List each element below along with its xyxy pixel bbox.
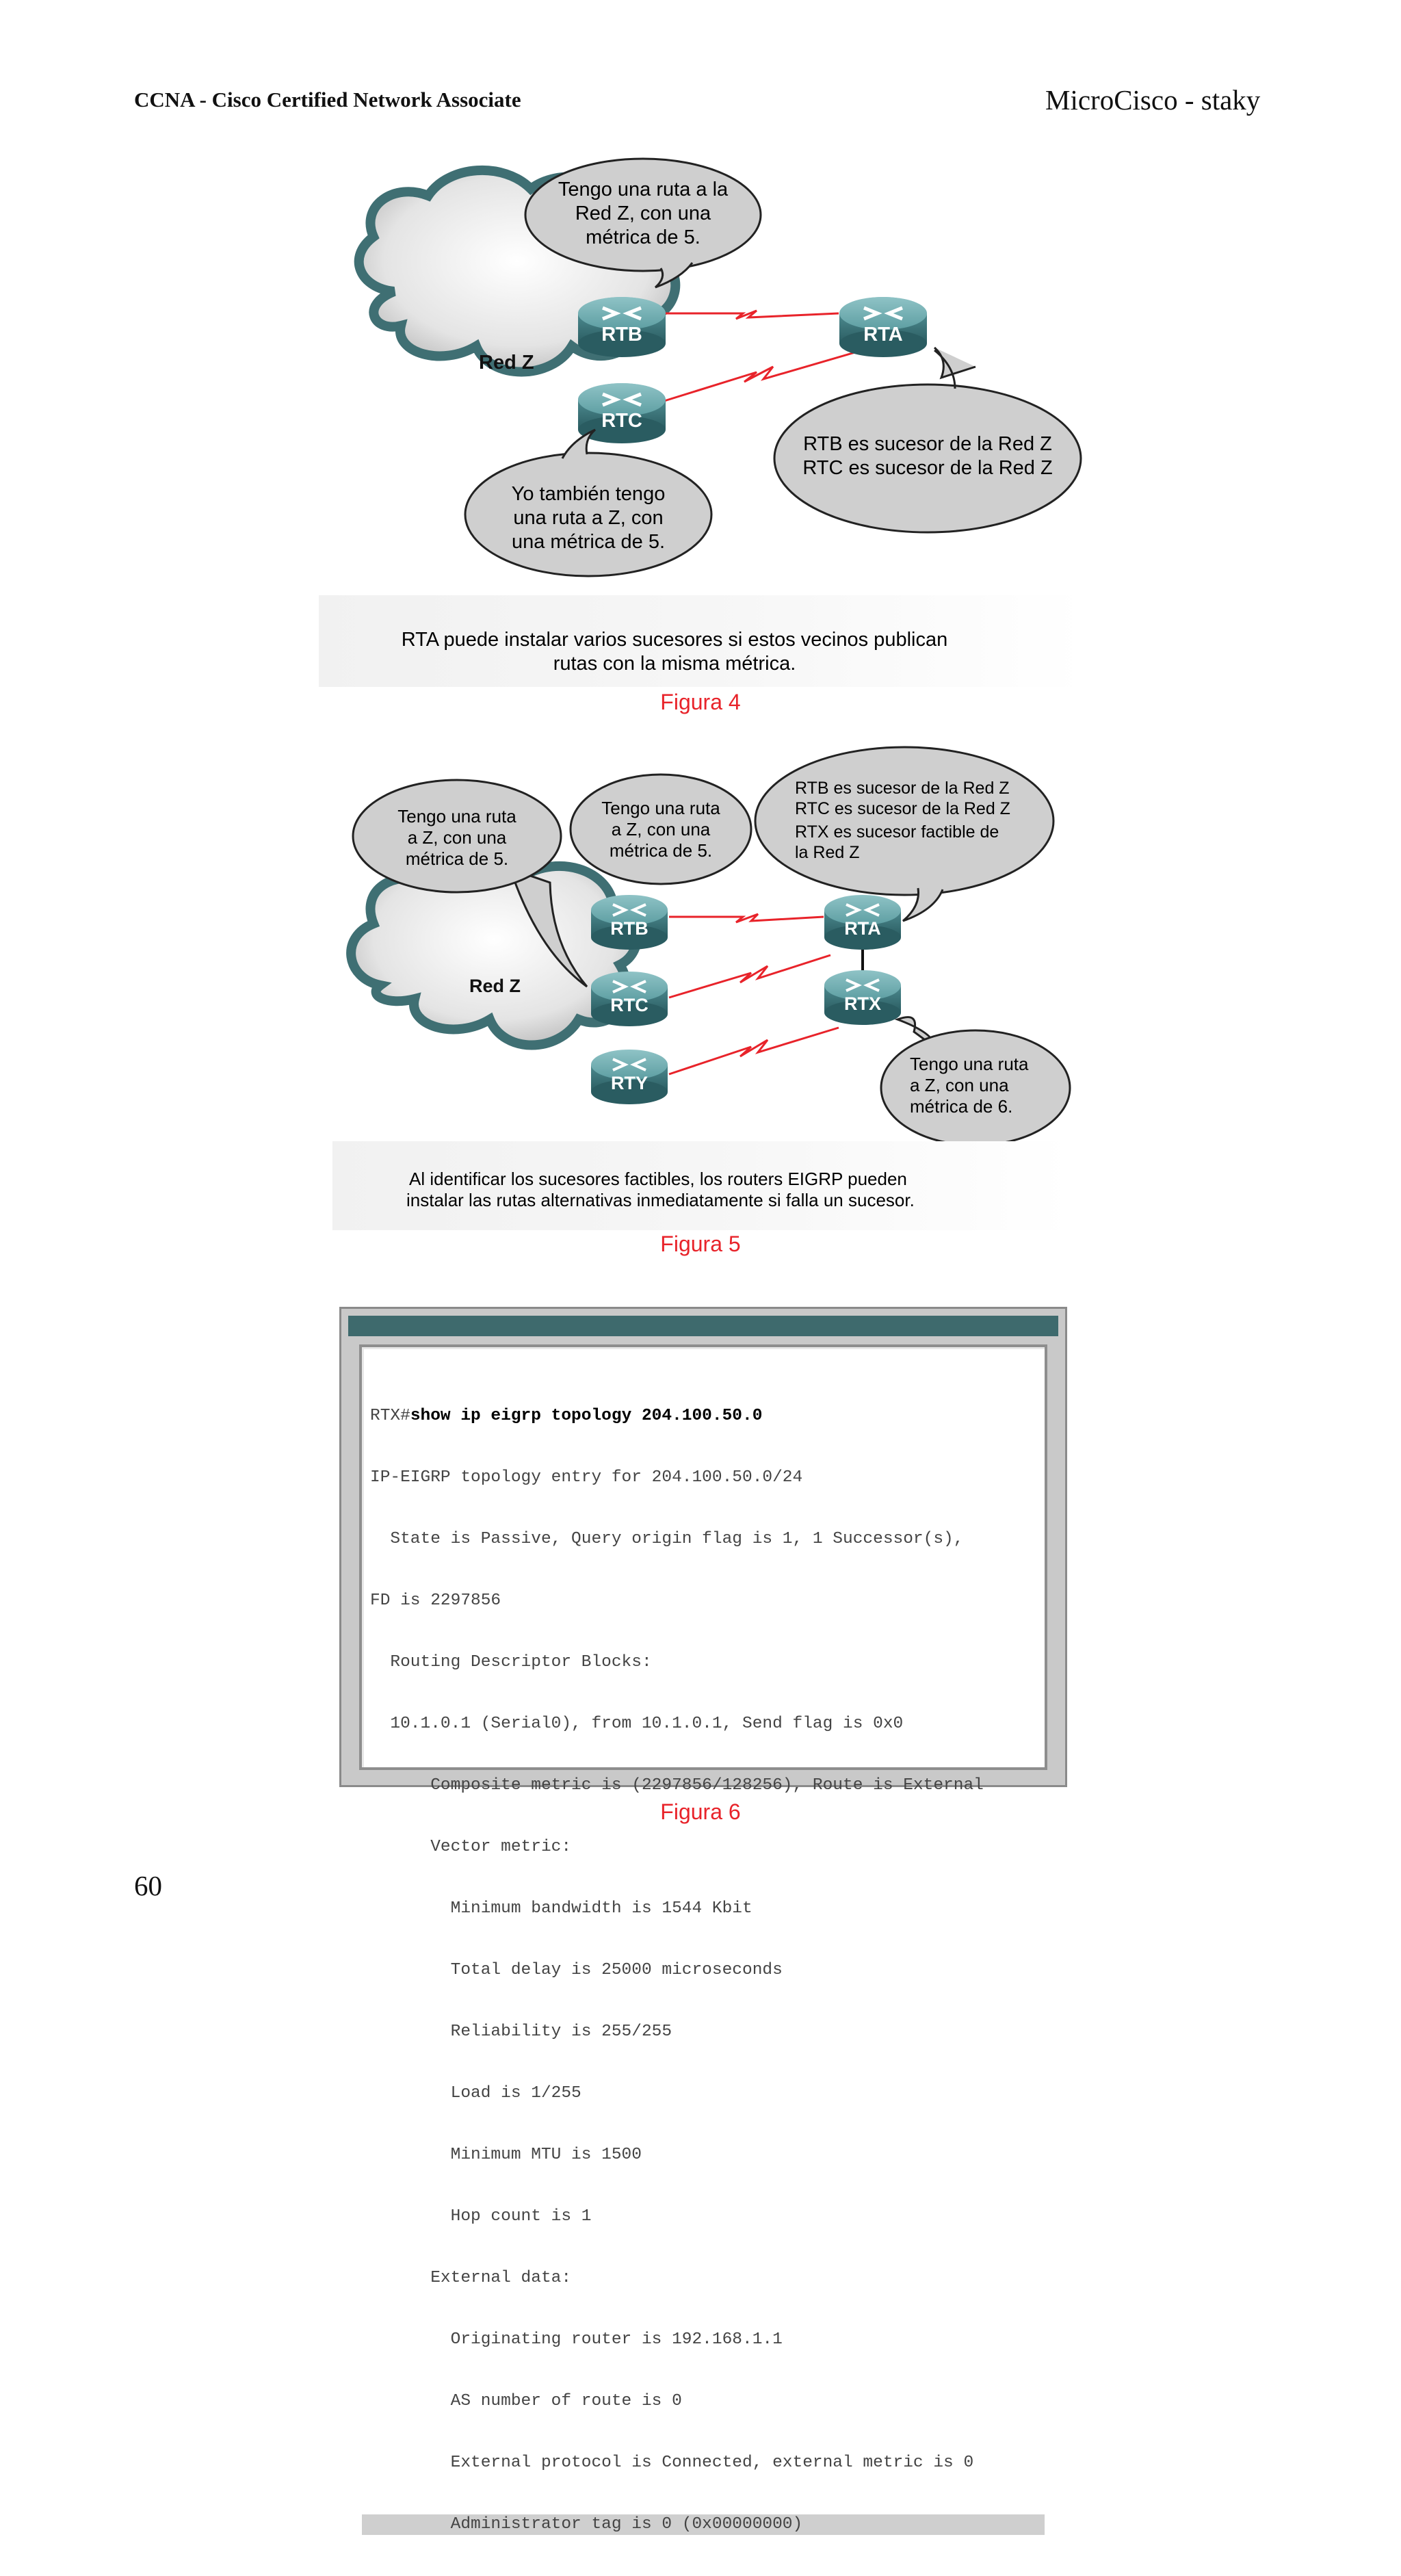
terminal-line: Minimum bandwidth is 1544 Kbit bbox=[370, 1899, 752, 1918]
cloud-label: Red Z bbox=[479, 352, 534, 374]
bubble-rtx-line-3: métrica de 6. bbox=[910, 1096, 1012, 1117]
figure-5-diagram: Red Z RTB RTA RTC RTX bbox=[332, 746, 1071, 1233]
speech-bubble-rta: RTB es sucesor de la Red Z RTC es suceso… bbox=[773, 346, 1082, 534]
terminal-command-line: RTX#show ip eigrp topology 204.100.50.0 bbox=[370, 1406, 1045, 1427]
link-rtc-rta bbox=[668, 954, 831, 999]
figure-4-footer-line-1: RTA puede instalar varios sucesores si e… bbox=[402, 629, 947, 651]
figure-4-footer-line-2: rutas con la misma métrica. bbox=[553, 653, 796, 675]
terminal-line: AS number of route is 0 bbox=[370, 2392, 682, 2410]
router-rtb: RTB bbox=[591, 895, 668, 950]
bubble-rtb-line-2: Red Z, con una bbox=[575, 203, 711, 224]
bubble-rtb-line-1: Tengo una ruta a la bbox=[558, 179, 729, 200]
terminal-line: Hop count is 1 bbox=[370, 2207, 592, 2226]
bubble-rtb-line-1: Tengo una ruta bbox=[601, 798, 720, 818]
speech-bubble-rtc: Yo también tengo una ruta a Z, con una m… bbox=[464, 428, 713, 577]
terminal-line: FD is 2297856 bbox=[370, 1591, 501, 1610]
terminal-line: External data: bbox=[370, 2269, 572, 2287]
figure-6-caption: Figura 6 bbox=[660, 1799, 741, 1824]
bubble-rtx-line-1: Tengo una ruta bbox=[910, 1054, 1029, 1074]
bubble-rta-line-1: RTB es sucesor de la Red Z bbox=[803, 433, 1052, 455]
router-rtx: RTX bbox=[824, 970, 901, 1025]
page-number: 60 bbox=[134, 1870, 162, 1901]
bubble-rtc-line-3: métrica de 5. bbox=[406, 848, 508, 869]
link-rtb-rta bbox=[664, 309, 839, 320]
router-label-rtc: RTC bbox=[610, 995, 649, 1015]
router-rtc: RTC bbox=[591, 972, 668, 1026]
router-rtc: RTC bbox=[578, 383, 666, 443]
bubble-rtc-line-2: una ruta a Z, con bbox=[513, 507, 663, 529]
router-rta: RTA bbox=[824, 895, 901, 950]
router-label-rta: RTA bbox=[844, 918, 881, 939]
terminal-line: External protocol is Connected, external… bbox=[370, 2454, 974, 2472]
figure-4-diagram: Red Z RTB RTA RTC Tengo una ruta a la Re… bbox=[319, 134, 1085, 690]
terminal-line: Minimum MTU is 1500 bbox=[370, 2146, 642, 2164]
terminal-output: RTX#show ip eigrp topology 204.100.50.0 … bbox=[359, 1344, 1047, 2535]
bubble-rta-line-3: RTX es sucesor factible de bbox=[795, 822, 999, 842]
terminal-title-bar bbox=[348, 1316, 1058, 1336]
bubble-rtx-line-2: a Z, con una bbox=[910, 1075, 1009, 1095]
speech-bubble-rta: RTB es sucesor de la Red Z RTC es suceso… bbox=[754, 746, 1055, 922]
router-label-rtx: RTX bbox=[844, 993, 881, 1014]
router-rty: RTY bbox=[591, 1050, 668, 1104]
router-rta: RTA bbox=[839, 297, 927, 357]
figure-5-caption: Figura 5 bbox=[660, 1232, 741, 1256]
bubble-rtc-line-1: Yo también tengo bbox=[512, 483, 666, 505]
bubble-rtb-line-3: métrica de 5. bbox=[586, 226, 700, 248]
bubble-rtc-line-2: a Z, con una bbox=[408, 827, 507, 848]
terminal-line: Routing Descriptor Blocks: bbox=[370, 1653, 652, 1671]
terminal-line: Vector metric: bbox=[370, 1838, 572, 1856]
cloud-label: Red Z bbox=[469, 976, 521, 996]
terminal-line: State is Passive, Query origin flag is 1… bbox=[370, 1530, 964, 1548]
terminal-line: Total delay is 25000 microseconds bbox=[370, 1961, 783, 1979]
terminal-line: Reliability is 255/255 bbox=[370, 2022, 672, 2041]
bubble-rta-line-2: RTC es sucesor de la Red Z bbox=[802, 457, 1052, 479]
bubble-rtc-line-1: Tengo una ruta bbox=[397, 806, 516, 827]
speech-bubble-rtb: Tengo una ruta a Z, con una métrica de 5… bbox=[569, 773, 752, 885]
bubble-rtc-line-3: una métrica de 5. bbox=[512, 531, 665, 553]
terminal-line: IP-EIGRP topology entry for 204.100.50.0… bbox=[370, 1468, 803, 1487]
serial-links bbox=[668, 913, 839, 1076]
terminal-command: show ip eigrp topology 204.100.50.0 bbox=[410, 1407, 763, 1425]
figure-5-footer-line-2: instalar las rutas alternativas inmediat… bbox=[406, 1190, 915, 1210]
link-rtc-rta bbox=[664, 346, 872, 402]
bubble-rta-line-4: la Red Z bbox=[795, 843, 859, 862]
speech-bubble-rtx: Tengo una ruta a Z, con una métrica de 6… bbox=[880, 1016, 1071, 1147]
router-label-rtb: RTB bbox=[610, 918, 649, 939]
router-rtb: RTB bbox=[578, 297, 666, 357]
terminal-line: Composite metric is (2297856/128256), Ro… bbox=[370, 1776, 984, 1795]
bubble-rtb-line-2: a Z, con una bbox=[612, 819, 711, 840]
bubble-rta-line-2: RTC es sucesor de la Red Z bbox=[795, 799, 1010, 818]
serial-links bbox=[664, 309, 872, 402]
terminal-prompt: RTX# bbox=[370, 1407, 410, 1425]
figure-6-terminal: RTX#show ip eigrp topology 204.100.50.0 … bbox=[339, 1307, 1067, 2535]
running-header-left: CCNA - Cisco Certified Network Associate bbox=[134, 88, 521, 112]
terminal-line: 10.1.0.1 (Serial0), from 10.1.0.1, Send … bbox=[370, 1715, 904, 1733]
router-label-rtb: RTB bbox=[601, 324, 642, 346]
running-header-right: MicroCisco - staky bbox=[1045, 84, 1261, 116]
router-label-rty: RTY bbox=[611, 1073, 648, 1093]
terminal-line-highlighted: Administrator tag is 0 (0x00000000) bbox=[362, 2514, 1045, 2535]
terminal-line: Load is 1/255 bbox=[370, 2084, 581, 2103]
link-rtb-rta bbox=[669, 913, 824, 924]
figure-4-caption: Figura 4 bbox=[660, 690, 741, 714]
terminal-line: Originating router is 192.168.1.1 bbox=[370, 2330, 783, 2349]
router-label-rtc: RTC bbox=[601, 410, 642, 432]
speech-bubble-rtc: Tengo una ruta a Z, con una métrica de 5… bbox=[352, 779, 588, 988]
router-label-rta: RTA bbox=[863, 324, 903, 346]
speech-bubble-rtb: Tengo una ruta a la Red Z, con una métri… bbox=[524, 157, 762, 289]
bubble-rta-line-1: RTB es sucesor de la Red Z bbox=[795, 779, 1010, 798]
figure-5-footer-line-1: Al identificar los sucesores factibles, … bbox=[409, 1169, 907, 1189]
bubble-rtb-line-3: métrica de 5. bbox=[610, 840, 712, 861]
link-rty-rtx bbox=[668, 1026, 839, 1076]
